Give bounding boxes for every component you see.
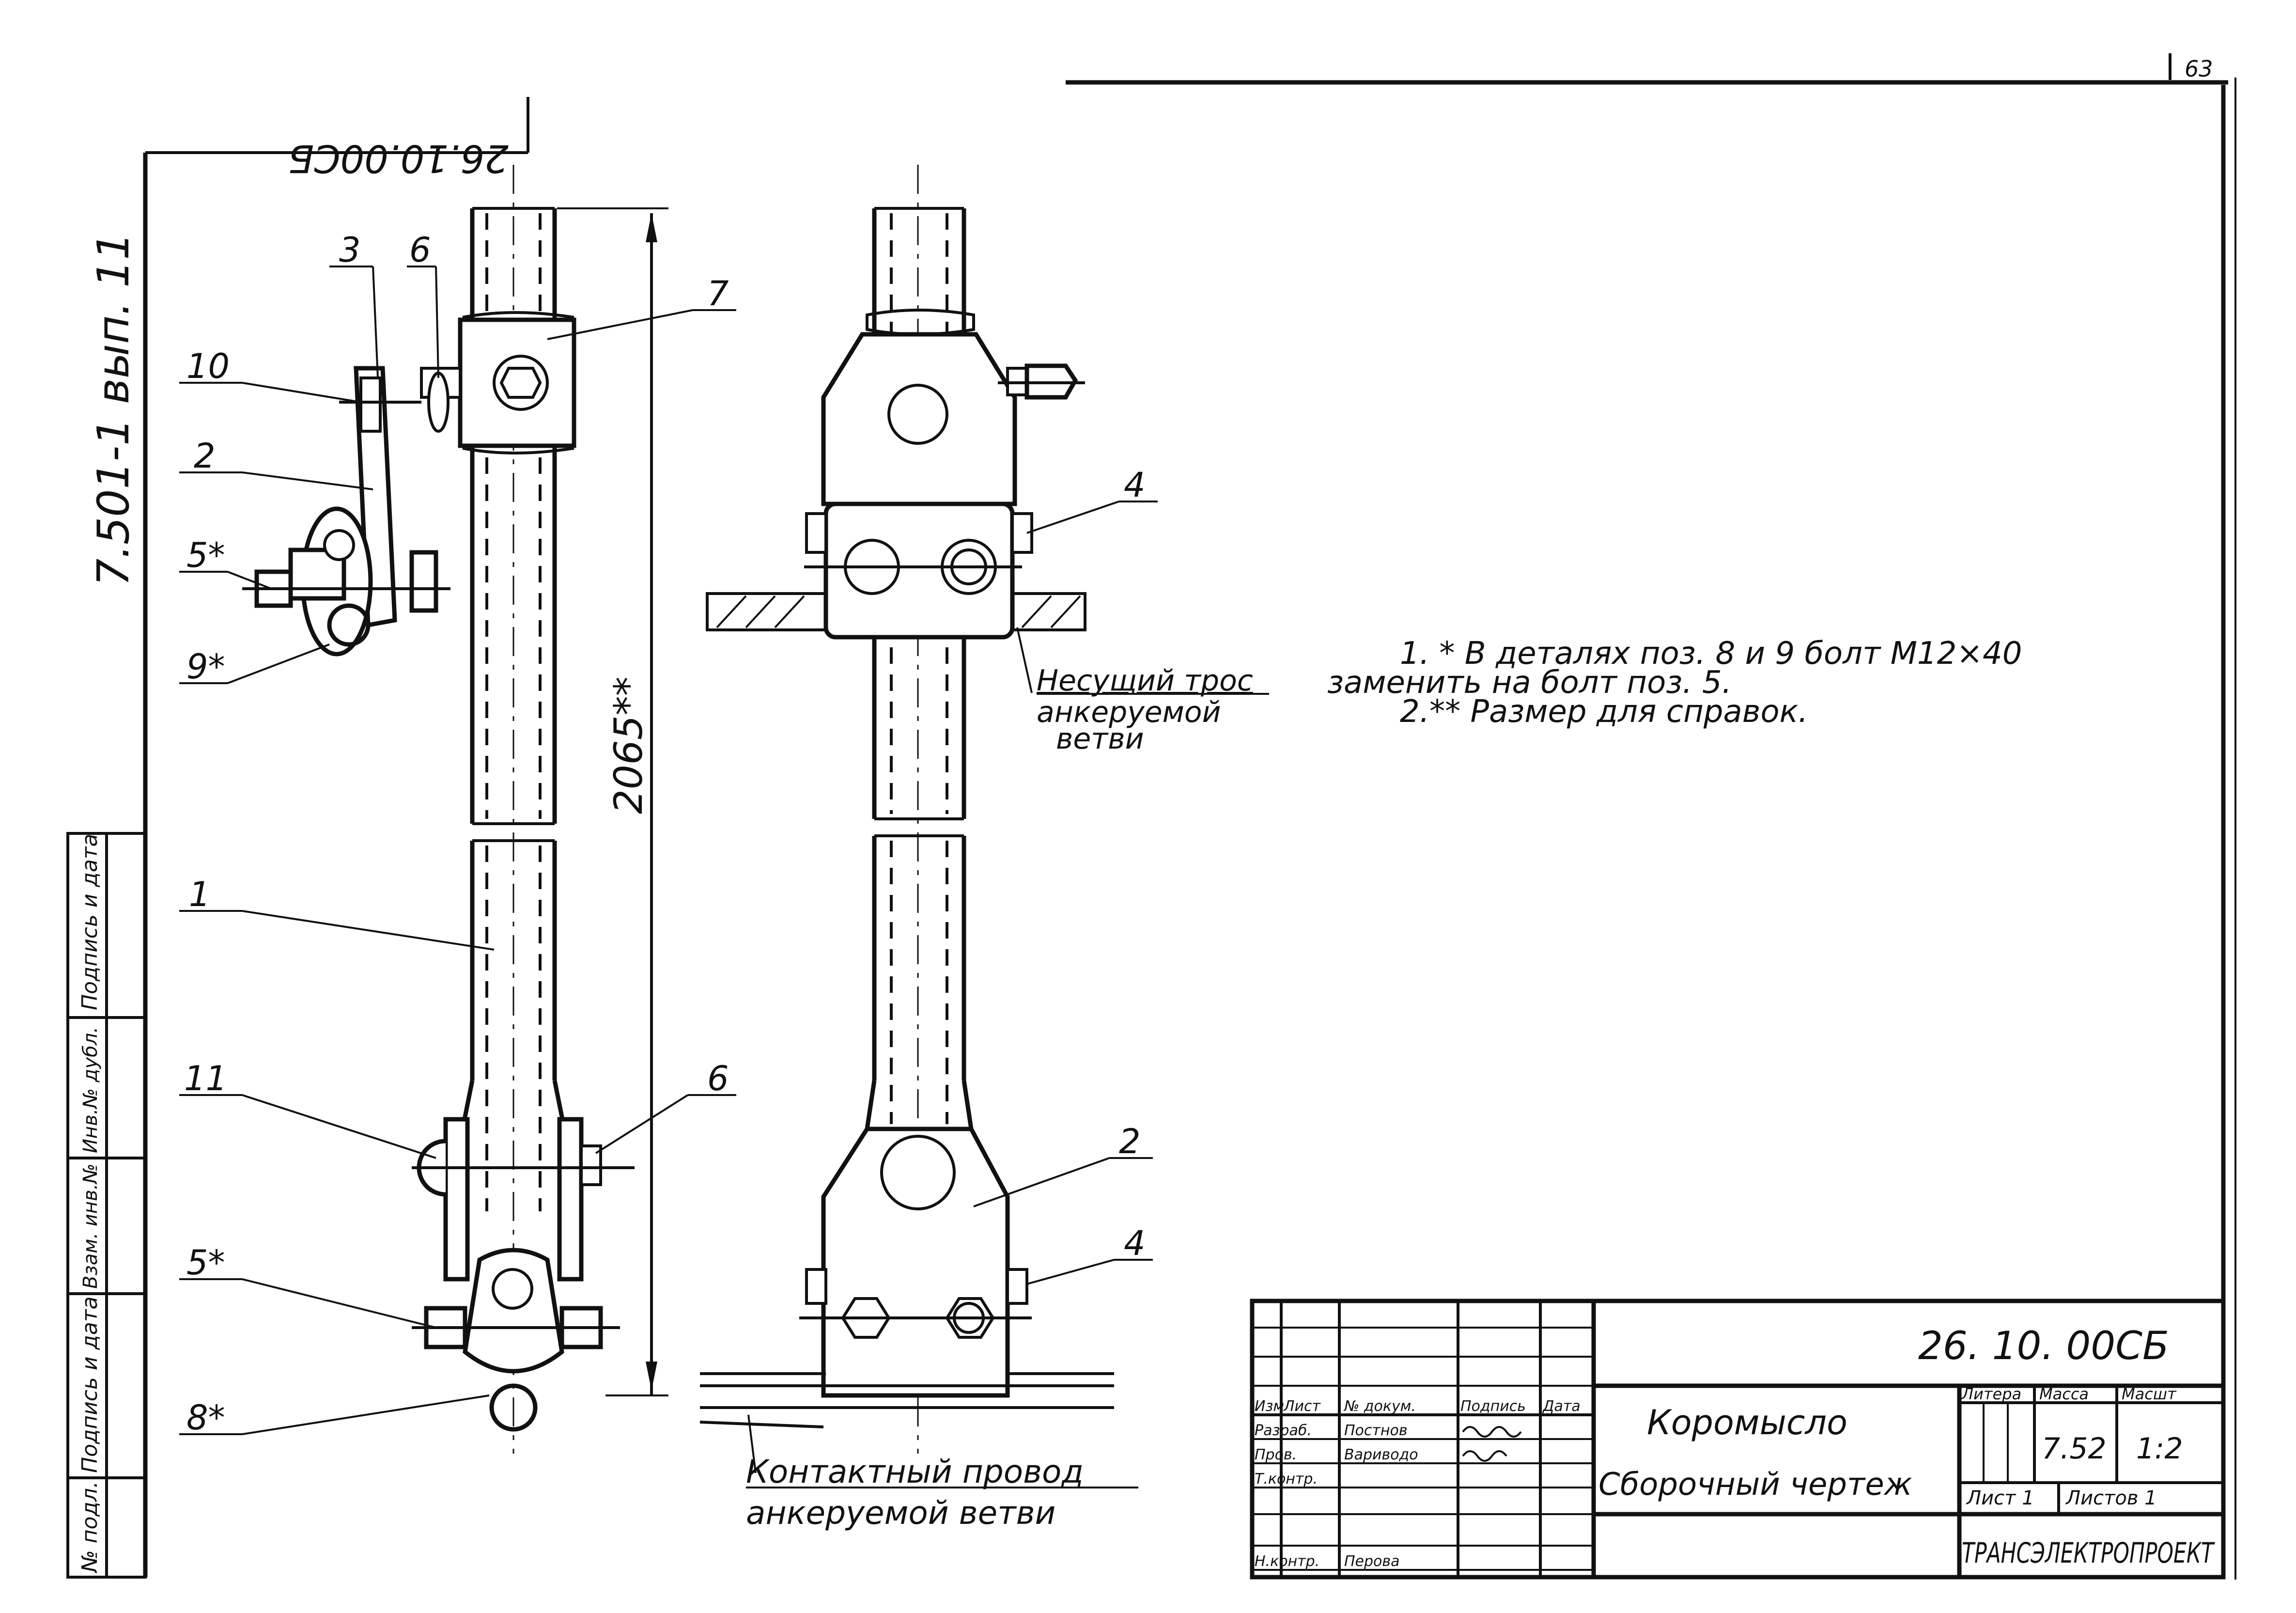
contact-wire-label-2: анкеруемой ветви — [746, 1494, 1055, 1532]
tb-scale-value: 1:2 — [2136, 1432, 2183, 1466]
tb-sheet: Лист 1 — [1966, 1487, 2034, 1509]
front-view — [699, 165, 1114, 1454]
pos-8: 8* — [186, 1398, 225, 1438]
note-line-2: заменить на болт поз. 5. — [1327, 665, 1732, 701]
pos-2-top: 2 — [194, 436, 216, 476]
pos-7: 7 — [707, 274, 729, 313]
pos-1: 1 — [189, 875, 211, 914]
tb-col-date: Дата — [1542, 1398, 1581, 1415]
tb-litera: Литера — [1961, 1385, 2021, 1403]
signature-2 — [1462, 1450, 1507, 1462]
tb-role-3: Т.контр. — [1255, 1471, 1318, 1488]
archive-code-text: 7.501-1 вып. 11 — [88, 232, 139, 586]
tb-name-4: Перова — [1344, 1553, 1399, 1570]
contact-wire-label-1: Контактный провод — [746, 1453, 1084, 1490]
pos-6-bottom: 6 — [707, 1059, 729, 1098]
strip-label-1: Подпись и дата — [78, 834, 102, 1010]
tb-col-izm: Изм — [1255, 1398, 1284, 1415]
signature-1 — [1462, 1426, 1522, 1438]
pos-4-bottom: 4 — [1124, 1223, 1146, 1263]
carrier-cable-label-3: ветви — [1056, 722, 1144, 756]
sheet-page-number: 63 — [2185, 56, 2213, 82]
pos-2-bottom: 2 — [1119, 1122, 1141, 1161]
carrier-cable-label-1: Несущий трос — [1037, 664, 1253, 698]
top-code-text: 26.10.00СБ — [288, 136, 509, 180]
tb-role-4: Н.контр. — [1255, 1553, 1319, 1570]
tb-col-doc: № докум. — [1343, 1398, 1416, 1415]
tb-col-sign: Подпись — [1460, 1398, 1526, 1415]
dimension-text: 2065** — [606, 676, 651, 814]
pos-3: 3 — [339, 230, 361, 270]
note-line-1: 1. * В деталях поз. 8 и 9 болт М12×40 — [1400, 636, 2022, 672]
strip-label-3: Взам. инв.№ — [79, 1163, 102, 1289]
leader-lines — [179, 266, 736, 1435]
note-line-3: 2.** Размер для справок. — [1400, 694, 1808, 730]
archive-code: 7.501-1 вып. 11 — [88, 232, 139, 586]
pos-4-top: 4 — [1124, 465, 1146, 505]
tb-name-line2: Сборочный чертеж — [1598, 1467, 1912, 1503]
tb-col-list: Лист — [1283, 1398, 1321, 1415]
pos-10: 10 — [186, 346, 230, 386]
tb-name-2: Вариводо — [1344, 1446, 1418, 1463]
tb-role-1: Разраб. — [1255, 1422, 1312, 1439]
title-block — [1250, 1299, 2226, 1580]
top-code-stamp: 26.10.00СБ — [288, 136, 509, 180]
strip-label-5: № подл. — [78, 1481, 102, 1574]
left-strip — [66, 832, 147, 1579]
dimension-2065 — [557, 207, 668, 1396]
tb-sheets: Листов 1 — [2065, 1487, 2157, 1509]
tb-mass-label: Масса — [2039, 1385, 2089, 1403]
tb-name-1: Постнов — [1344, 1422, 1408, 1439]
tb-mass-value: 7.52 — [2042, 1432, 2107, 1466]
pos-11: 11 — [184, 1059, 227, 1098]
tb-name-line1: Коромысло — [1647, 1403, 1847, 1442]
pos-5-bottom: 5* — [186, 1243, 225, 1283]
side-view — [242, 165, 635, 1454]
carrier-cable-label-2: анкеруемой — [1037, 695, 1221, 729]
tb-scale-label: Масшт — [2122, 1385, 2177, 1403]
pos-6-top: 6 — [409, 230, 431, 270]
tb-designation: 26. 10. 00СБ — [1918, 1323, 2169, 1368]
strip-label-2: Инв.№ дубл. — [79, 1027, 102, 1153]
tb-organization: ТРАНСЭЛЕКТРОПРОЕКТ — [1962, 1536, 2215, 1569]
tb-role-2: Пров. — [1255, 1446, 1297, 1463]
front-leaders — [747, 501, 1158, 1473]
pos-5-top: 5* — [186, 535, 225, 575]
strip-label-4: Подпись и дата — [78, 1297, 102, 1473]
pos-9: 9* — [186, 647, 225, 687]
